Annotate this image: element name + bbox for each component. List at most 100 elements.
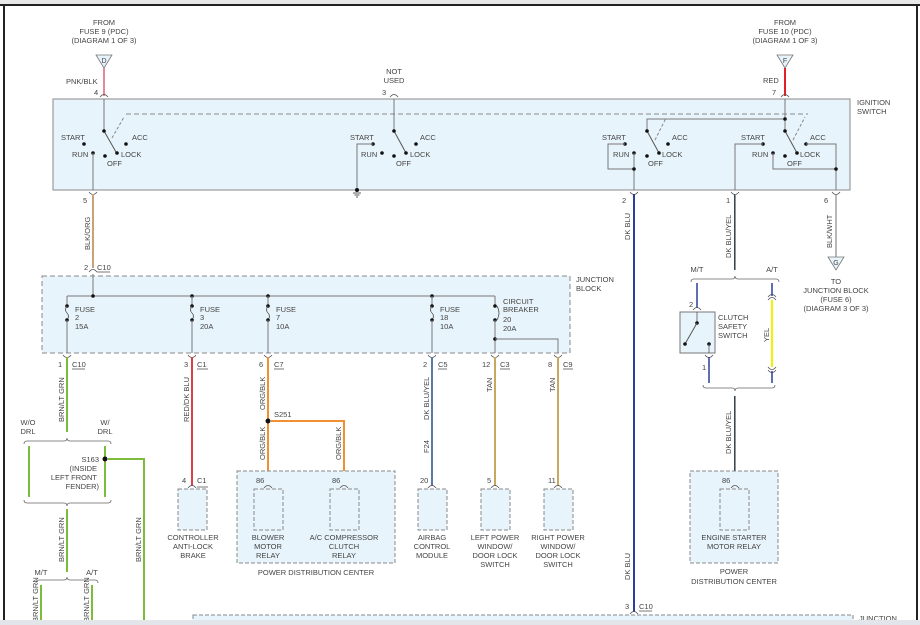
ignition-switch: IGNITION SWITCH START ACC RUN LOCK OFF [52,94,890,198]
source-not-used: NOT USED 3 [382,67,405,97]
pos-start: START [61,133,85,142]
splice-s163 [102,456,108,462]
pin-label: 86 [722,476,730,485]
fuse-icon [266,305,270,321]
ignition-switch-label: IGNITION [857,98,890,107]
component-label: MODULE [416,551,448,560]
pos-off: OFF [107,159,122,168]
option-label: DRL [97,427,112,436]
component-label: DOOR LOCK [535,551,580,560]
fuse-label: FUSE [200,305,220,314]
option-label: DRL [20,427,35,436]
pos-lock: LOCK [410,150,430,159]
ignition-switch-label: SWITCH [857,107,887,116]
switch-section-1: START ACC RUN LOCK OFF [61,99,148,190]
pin-label: 12 [482,360,490,369]
connector-label: C10 [72,360,86,369]
wire-label: RED [763,76,779,85]
component-label: SWITCH [480,560,510,569]
connector-label: C9 [563,360,573,369]
pdc-label: DISTRIBUTION CENTER [691,577,777,586]
source-label: FROM [93,18,115,27]
pdc-relays: POWER DISTRIBUTION CENTER 86 BLOWER MOTO… [236,470,396,577]
ground-icon [353,192,361,198]
fuse-icon [430,305,434,321]
output-fuse3: 3 C1 RED/DK BLU [182,354,208,486]
fuse-icon [190,305,194,321]
connector-letter: F [783,58,787,65]
source-label: (DIAGRAM 1 OF 3) [752,36,818,45]
connector-triangle-icon [827,256,845,271]
pin-label: 2 [423,360,427,369]
pin-label: 4 [94,88,98,97]
pdc-box [689,470,779,564]
left-power-window-switch: 5 LEFT POWER WINDOW/ DOOR LOCK SWITCH [471,476,520,569]
component-label: WINDOW/ [541,542,577,551]
option-label: M/T [691,265,704,274]
option-label: M/T [35,568,48,577]
junction-block: 2 C10 JUNCTION BLOCK FUSE 2 15A F [41,263,614,354]
output-fuse7: 6 C7 ORG/BLK S251 ORG/BLK ORG/BLK [258,354,345,486]
component-label: DOOR LOCK [472,551,517,560]
bottom-scroll-edge [0,620,920,625]
relay-box [329,488,360,531]
wire-label: ORG/BLK [258,427,267,460]
output-fuse2: 1 C10 BRN/LT GRN [57,354,86,432]
fuse-7: FUSE 7 10A [266,296,296,353]
pin-label: 2 [84,263,88,272]
wire-label: TAN [485,378,494,392]
component-label: MOTOR [254,542,282,551]
pdc-label: POWER [720,567,749,576]
switch-section-2: START ACC RUN LOCK OFF [350,99,436,198]
fuse-18: FUSE 18 10A [430,296,460,353]
pos-off: OFF [787,159,802,168]
pin-label: 8 [548,360,552,369]
splice-label: S163 [81,455,99,464]
option-label: A/T [86,568,98,577]
option-label: W/O [21,418,36,427]
component-label: A/C COMPRESSOR [310,533,379,542]
source-fuse10: FROM FUSE 10 (PDC) (DIAGRAM 1 OF 3) F RE… [752,18,818,97]
connector-letter: G [833,260,838,267]
wire-label: ORG/BLK [258,377,267,410]
switch-section-4: START ACC RUN LOCK OFF [734,99,838,190]
pin-label: 86 [332,476,340,485]
component-label: SWITCH [718,331,748,340]
circuit-breaker-20: CIRCUIT BREAKER 20 20A [493,296,559,353]
source-label: NOT [386,67,402,76]
pos-start: START [350,133,374,142]
fuse-3: FUSE 3 20A [190,296,220,353]
component-label: CONTROLLER [167,533,219,542]
splice-desc: LEFT FRONT [51,473,98,482]
source-label: FUSE 10 (PDC) [758,27,812,36]
pin-label: 3 [382,88,386,97]
pos-acc: ACC [132,133,148,142]
connector-letter: D [101,58,106,65]
fuse-label: FUSE [440,305,460,314]
wire-label: TAN [548,378,557,392]
splice-desc: (INSIDE [69,464,97,473]
destination-label: JUNCTION BLOCK [803,286,868,295]
fuse-rating: 20A [200,322,213,331]
circuit-breaker-icon [496,305,500,321]
connector-label: C10 [639,602,653,611]
wire-org-blk [271,420,345,486]
splice-label: S251 [274,410,292,419]
wire-label: YEL [762,328,771,342]
junction-block-label: BLOCK [576,284,601,293]
fuse-number: 2 [75,313,79,322]
pos-start: START [741,133,765,142]
switch-box [480,488,511,531]
pdc-label: POWER DISTRIBUTION CENTER [258,568,375,577]
abs-box [177,488,208,531]
junction-block-label: JUNCTION [859,614,897,623]
pin-label: 20 [420,476,428,485]
connector-label: C1 [197,360,207,369]
junction-block-label: JUNCTION [576,275,614,284]
source-label: (DIAGRAM 1 OF 3) [71,36,137,45]
component-label: BRAKE [180,551,205,560]
wire-dk-blu-yel-run: 1 DK BLU/YEL [724,191,740,270]
destination-label: (FUSE 6) [820,295,852,304]
fuse-icon [65,305,69,321]
